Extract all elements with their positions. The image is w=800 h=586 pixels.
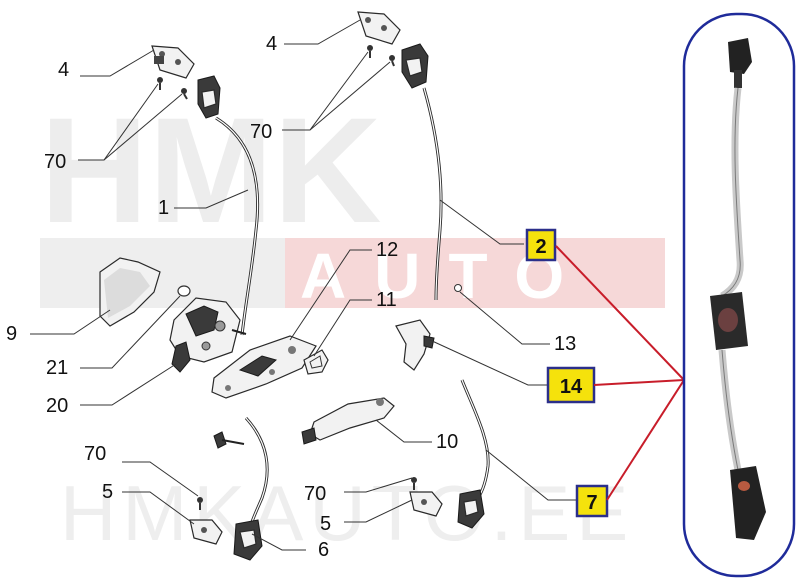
part-70-middle-lower-screw [411, 477, 417, 490]
label-70-lower-middle: 70 [304, 483, 326, 505]
label-4-middle: 4 [266, 33, 277, 55]
part-11-bezel [303, 349, 329, 375]
label-70-lower-left: 70 [84, 443, 106, 465]
part-10-outer-handle [301, 397, 395, 445]
labels: 4 70 1 9 21 20 4 70 12 11 13 10 70 5 6 7… [6, 33, 576, 561]
part-1-cable [215, 116, 260, 336]
highlight-2-label: 2 [535, 236, 546, 258]
part-70-middle-screws [367, 45, 395, 67]
watermark-middle: AUTO [300, 240, 592, 312]
part-7-cable [460, 379, 490, 499]
label-4-left: 4 [58, 59, 69, 81]
label-9: 9 [6, 323, 17, 345]
label-10: 10 [436, 431, 458, 453]
watermark-bottom: HMKAUTO.EE [60, 469, 634, 557]
label-5-left: 5 [102, 481, 113, 503]
part-5-middle-plate [409, 491, 443, 517]
highlight-14-label: 14 [560, 376, 583, 398]
part-latch-upper-middle [401, 43, 429, 89]
watermark: HMK AUTO HMKAUTO.EE [40, 86, 665, 557]
part-latch-lower-middle [457, 489, 485, 529]
part-cable-lower-left [213, 416, 269, 529]
part-13-ring [454, 284, 462, 292]
part-70-left-lower-screw [197, 497, 203, 510]
part-12-inner-handle [211, 335, 317, 399]
photo-panel [682, 12, 796, 578]
part-latch-upper-left [197, 75, 221, 119]
part-4-middle [357, 11, 401, 45]
highlight-7-label: 7 [586, 492, 597, 514]
highlighted-labels: 2 14 7 [525, 228, 609, 518]
label-21: 21 [46, 357, 68, 379]
highlight-7[interactable]: 7 [575, 484, 609, 518]
part-6-latch [233, 519, 263, 561]
part-70-left-screws [157, 77, 188, 100]
highlight-2[interactable]: 2 [525, 228, 557, 262]
part-20-lock [169, 297, 247, 373]
part-4-left [151, 45, 195, 79]
label-11: 11 [376, 289, 397, 311]
label-12: 12 [376, 239, 398, 261]
photo-cable-assembly [710, 38, 766, 540]
label-5-middle: 5 [320, 513, 331, 535]
label-13: 13 [554, 333, 576, 355]
label-6: 6 [318, 539, 329, 561]
label-70-left: 70 [44, 151, 66, 173]
leader-lines [30, 19, 576, 551]
watermark-band-red [285, 238, 665, 308]
label-20: 20 [46, 395, 68, 417]
part-2-cable [422, 87, 443, 301]
highlight-14[interactable]: 14 [546, 366, 596, 404]
part-5-left-plate [189, 519, 223, 545]
part-9-cover [99, 257, 161, 327]
connector-lines [555, 245, 685, 501]
label-1: 1 [158, 197, 169, 219]
label-70-middle: 70 [250, 121, 272, 143]
part-21-ring [177, 285, 191, 297]
part-14-handle-bracket [395, 319, 435, 371]
